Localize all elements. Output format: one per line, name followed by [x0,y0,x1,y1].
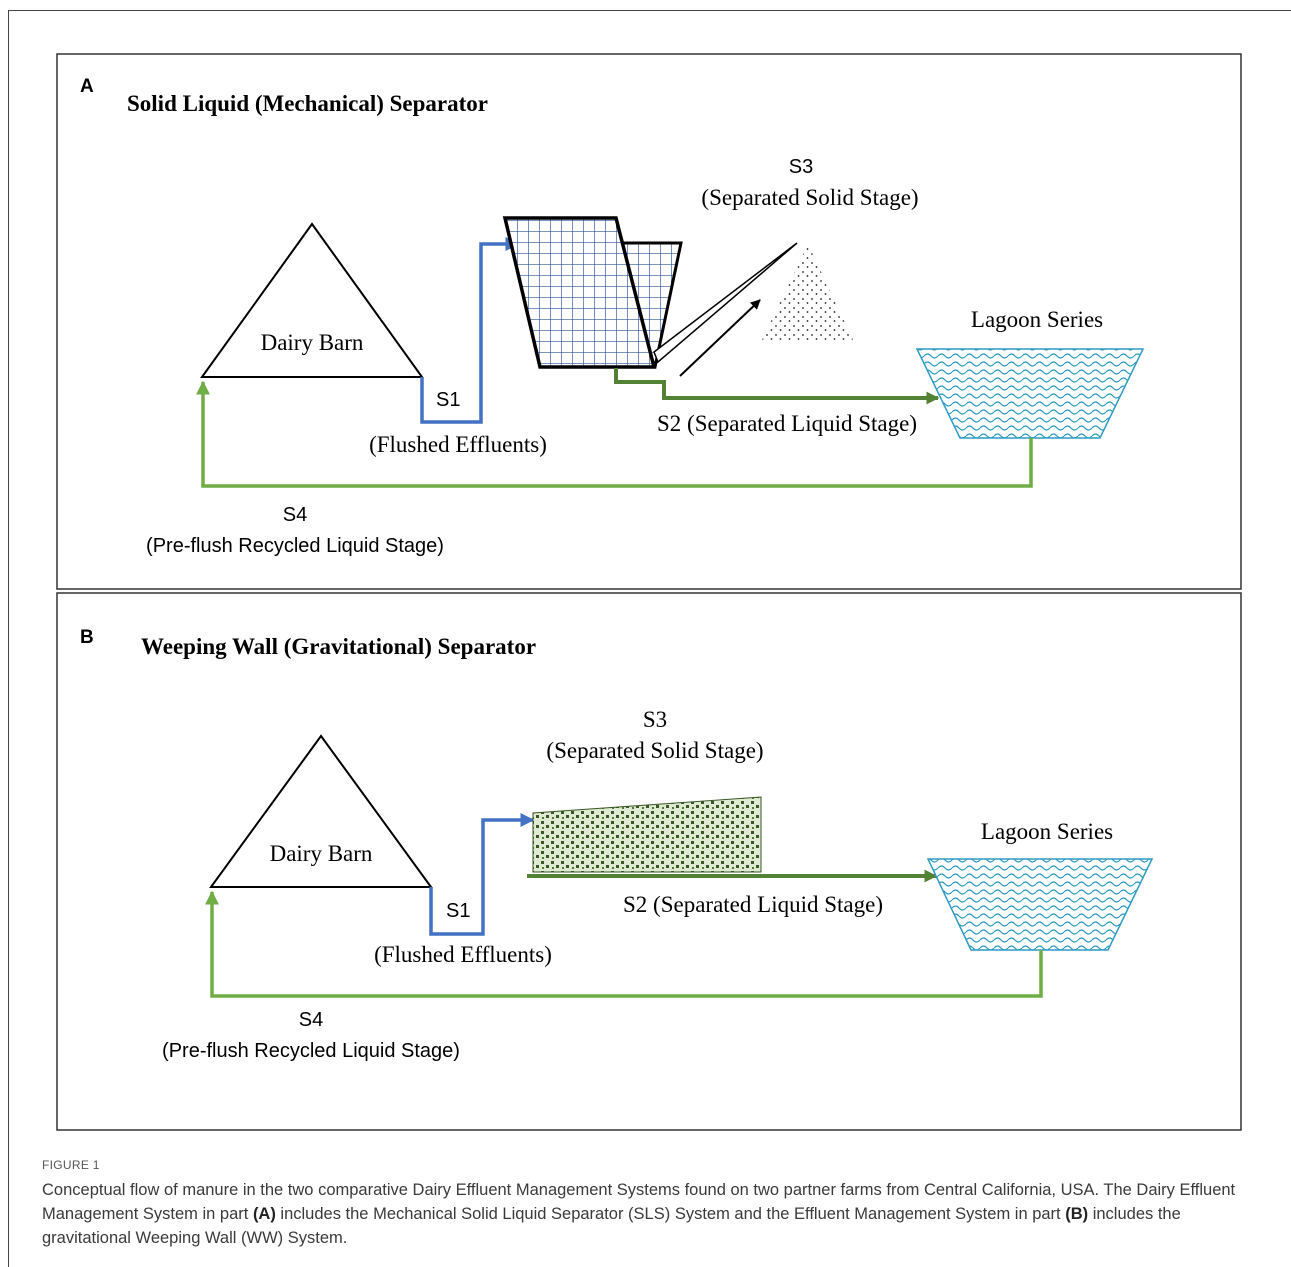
weeping-wall-solids [532,796,762,873]
s2-flow-arrow [614,368,940,405]
caption-ref-a: (A) [252,1205,276,1223]
panel-a-frame [56,53,1242,590]
separated-solids-pile [762,244,853,340]
figure-diagram: A Solid Liquid (Mechanical) Separator Da… [56,53,1242,1131]
panel-a: A Solid Liquid (Mechanical) Separator Da… [56,53,1242,590]
s3-description: (Separated Solid Stage) [701,185,918,210]
s3-description: (Separated Solid Stage) [546,738,763,763]
panel-b: B Weeping Wall (Gravitational) Separator… [56,592,1242,1131]
caption-text-3: includes the gravitational Weeping Wall … [42,1205,1181,1247]
s4-label: S4 [299,1009,323,1031]
s1-flow-arrow [429,813,535,936]
dairy-barn-label: Dairy Barn [261,330,364,355]
caption-ref-b: (B) [1065,1205,1089,1223]
s1-flow-arrow [420,237,520,424]
s3-label: S3 [643,707,667,732]
s1-description: (Flushed Effluents) [374,942,552,967]
s4-label: S4 [283,504,307,526]
lagoon-label: Lagoon Series [971,307,1103,332]
s2-label: S2 (Separated Liquid Stage) [623,892,883,917]
s3-label: S3 [789,156,813,178]
s1-label: S1 [436,389,460,411]
caption-text-2: includes the Mechanical Solid Liquid Sep… [275,1205,1066,1223]
separator-screen-front [502,216,657,369]
panel-a-title: Solid Liquid (Mechanical) Separator [127,91,488,116]
lagoon-basin [915,348,1145,439]
s2-label: S2 (Separated Liquid Stage) [657,411,917,436]
caption-text: Conceptual flow of manure in the two com… [42,1178,1262,1250]
dairy-barn-triangle [200,222,424,378]
lagoon-label: Lagoon Series [981,819,1113,844]
s4-recycle-arrow [196,380,1033,488]
page-frame [8,10,1291,1267]
dairy-barn-label: Dairy Barn [270,841,373,866]
dairy-barn-triangle [209,734,433,888]
s4-recycle-arrow [205,890,1043,998]
figure-label: FIGURE 1 [42,1158,100,1172]
s1-label: S1 [446,900,470,922]
panel-b-letter: B [80,627,94,648]
s4-description: (Pre-flush Recycled Liquid Stage) [146,535,444,557]
panel-b-title: Weeping Wall (Gravitational) Separator [141,634,536,659]
s1-description: (Flushed Effluents) [369,432,547,457]
caption-text-1: Conceptual flow of manure in the two com… [42,1181,1236,1223]
s4-description: (Pre-flush Recycled Liquid Stage) [162,1040,460,1062]
solids-chute [653,242,798,364]
panel-a-letter: A [80,76,94,97]
lagoon-basin [926,858,1154,951]
panel-b-frame [56,592,1242,1131]
solids-direction-arrow [679,299,761,377]
figure-caption: FIGURE 1 Conceptual flow of manure in th… [42,1158,1262,1250]
